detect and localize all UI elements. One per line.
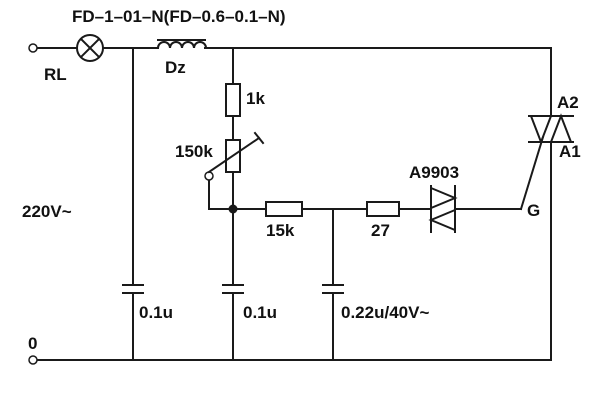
resistor-icon [366,201,400,217]
anode1-label: A1 [559,142,581,161]
lamp-label: RL [44,65,67,84]
cap-left-label: 0.1u [139,303,173,322]
cap-mid-label: 0.1u [243,303,277,322]
capacitor-icon [122,284,144,294]
junction-dot [228,204,238,214]
part-number-label: FD–1–01–N(FD–0.6–0.1–N) [72,7,286,26]
inductor-icon [156,39,208,50]
lamp-icon [76,34,104,62]
potentiometer-label: 150k [175,142,213,161]
capacitor-icon [322,284,344,294]
cap-right-label: 0.22u/40V~ [341,303,429,322]
diac-icon [428,185,458,233]
resistor-1k-label: 1k [246,89,265,108]
resistor-icon [225,83,241,117]
anode2-label: A2 [557,93,579,112]
potentiometer-icon [207,131,265,174]
wires [37,47,552,361]
capacitor-icon [222,284,244,294]
diac-label: A9903 [409,163,459,182]
terminal-icon [28,43,38,53]
resistor-icon [265,201,303,217]
resistor-27-label: 27 [371,221,390,240]
inductor-label: Dz [165,58,186,77]
triac-icon [528,113,574,145]
gate-label: G [527,201,540,220]
resistor-15k-label: 15k [266,221,295,240]
terminal-icon [28,355,38,365]
ground-label: 0 [28,334,37,353]
supply-label: 220V~ [22,202,72,221]
